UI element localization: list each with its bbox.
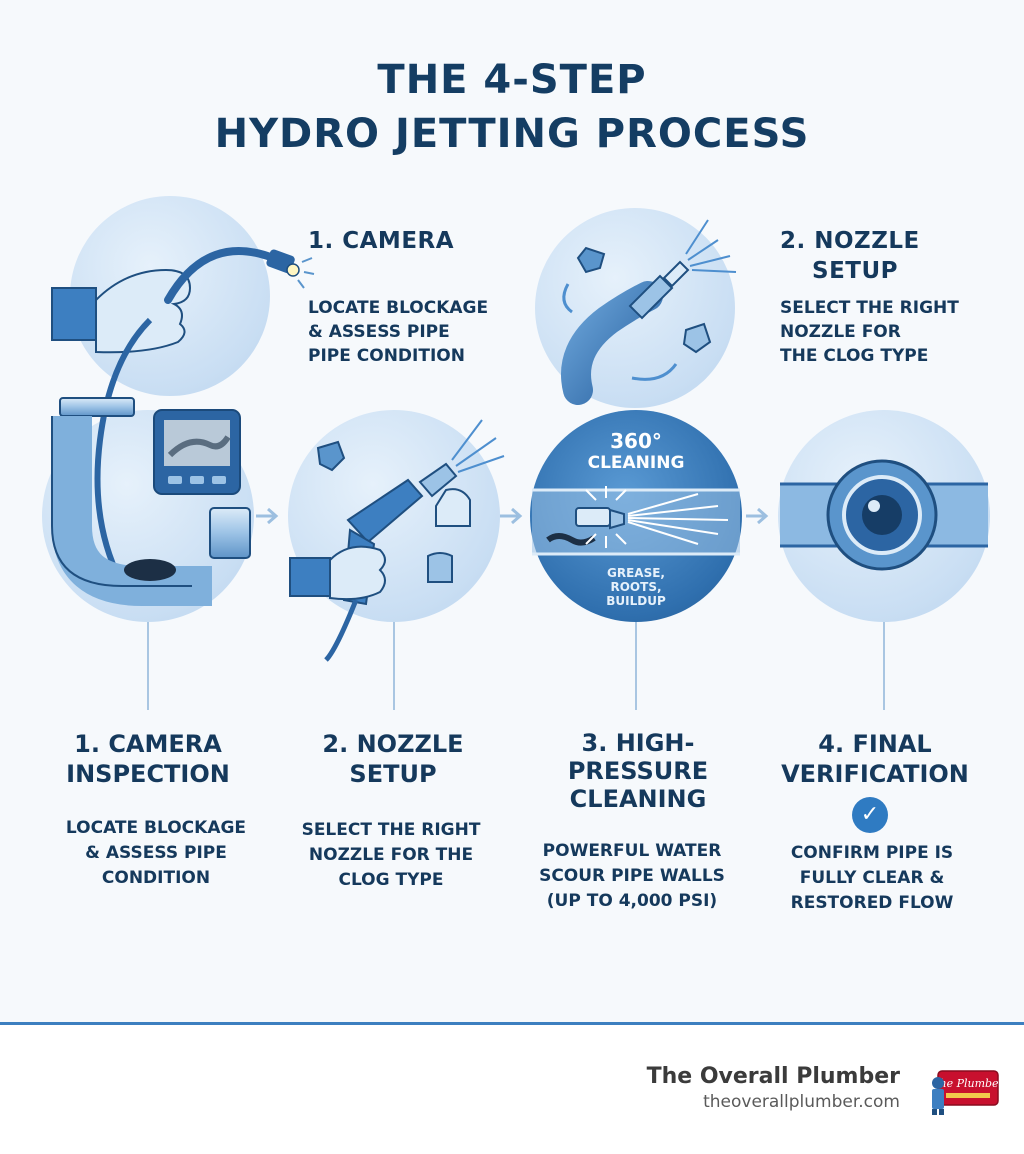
spare-nozzle-icon xyxy=(576,246,606,274)
step-4-desc-line: RESTORED FLOW xyxy=(790,893,954,913)
page-title-line-2: HYDRO JETTING PROCESS xyxy=(214,111,810,157)
arrow-1 xyxy=(256,507,279,525)
step-3-title: 3. HIGH- PRESSURE CLEANING xyxy=(518,729,758,813)
step-2-title-line: 2. NOZZLE xyxy=(322,730,464,758)
step-2-title: 2. NOZZLE SETUP xyxy=(273,729,513,789)
drain-pipe-icon xyxy=(51,397,251,606)
top-callout-camera-desc-line: & ASSESS PIPE xyxy=(308,322,450,342)
top-callout-nozzle-heading-line: SETUP xyxy=(812,258,898,284)
step-3-desc-line: SCOUR PIPE WALLS xyxy=(539,866,725,886)
check-circle-icon: ✓ xyxy=(852,797,888,833)
step-2-desc-line: NOZZLE FOR THE xyxy=(308,845,474,865)
step-4-title-line: 4. FINAL xyxy=(818,730,932,758)
plumber-logo-icon: The Plumber xyxy=(932,1070,1000,1115)
camera-monitor-icon xyxy=(153,409,241,495)
spare-nozzle-2-icon xyxy=(682,322,712,354)
top-callout-camera-desc-line: PIPE CONDITION xyxy=(308,346,465,366)
top-callout-nozzle-heading-line: 2. NOZZLE xyxy=(780,228,920,254)
brand-url[interactable]: theoverallplumber.com xyxy=(703,1092,900,1112)
step-1-desc-line: LOCATE BLOCKAGE xyxy=(65,818,247,838)
debris-label-line: BUILDUP xyxy=(606,594,666,608)
step-4-title-line: VERIFICATION xyxy=(781,760,969,788)
logo-text: The Plumber xyxy=(932,1077,1000,1090)
step-2-desc-line: CLOG TYPE xyxy=(338,870,444,890)
step-1-desc-line: CONDITION xyxy=(101,868,211,888)
arrow-2 xyxy=(500,507,523,525)
jetter-gun-icon xyxy=(289,419,505,662)
top-callout-camera-desc-line: LOCATE BLOCKAGE xyxy=(308,298,489,318)
inspection-lens-icon xyxy=(780,459,988,571)
top-callout-nozzle-desc-line: NOZZLE FOR xyxy=(780,322,901,342)
top-callout-camera-desc: LOCATE BLOCKAGE & ASSESS PIPE PIPE CONDI… xyxy=(308,296,488,368)
step-2-desc-line: SELECT THE RIGHT xyxy=(301,820,481,840)
connector-line-1 xyxy=(147,622,149,710)
step-1-title-line: INSPECTION xyxy=(66,760,230,788)
cleaning-label-line: 360° xyxy=(610,429,662,453)
cleaning-label: 360° CLEANING xyxy=(566,430,706,474)
top-callout-nozzle-heading: 2. NOZZLE SETUP xyxy=(780,226,920,286)
top-callout-nozzle-desc-line: SELECT THE RIGHT xyxy=(780,298,959,318)
top-callout-nozzle-desc-line: THE CLOG TYPE xyxy=(780,346,929,366)
footer-divider xyxy=(0,1022,1024,1025)
top-callout-camera-heading: 1. CAMERA xyxy=(308,228,455,254)
debris-label: GREASE, ROOTS, BUILDUP xyxy=(586,566,686,608)
connector-line-4 xyxy=(883,622,885,710)
arrow-3 xyxy=(746,507,769,525)
top-callout-nozzle-desc: SELECT THE RIGHT NOZZLE FOR THE CLOG TYP… xyxy=(780,296,959,368)
brand-name: The Overall Plumber xyxy=(646,1064,900,1089)
step-3-desc-line: (UP TO 4,000 PSI) xyxy=(546,891,718,911)
step-3-title-line: 3. HIGH- xyxy=(581,729,695,757)
step-3-desc-line: POWERFUL WATER xyxy=(542,841,722,861)
step-1-title-line: 1. CAMERA xyxy=(74,730,222,758)
step-3-title-line: PRESSURE xyxy=(567,757,709,785)
step-3-title-line: CLEANING xyxy=(569,785,707,813)
nozzle-hose-icon xyxy=(561,219,737,405)
footer xyxy=(0,1025,1024,1154)
pipe-cleaning-icon xyxy=(532,486,740,556)
step-4-title: 4. FINAL VERIFICATION xyxy=(755,729,995,789)
step-1-title: 1. CAMERA INSPECTION xyxy=(28,729,268,789)
step-1-desc-line: & ASSESS PIPE xyxy=(85,843,227,863)
step-4-desc: CONFIRM PIPE IS FULLY CLEAR & RESTORED F… xyxy=(752,841,992,916)
step-2-desc: SELECT THE RIGHT NOZZLE FOR THE CLOG TYP… xyxy=(271,818,511,893)
step-4-desc-line: FULLY CLEAR & xyxy=(799,868,945,888)
step-1-desc: LOCATE BLOCKAGE & ASSESS PIPE CONDITION xyxy=(36,816,276,891)
debris-label-line: GREASE, xyxy=(607,566,665,580)
debris-label-line: ROOTS, xyxy=(610,580,662,594)
step-2-title-line: SETUP xyxy=(349,760,437,788)
connector-line-3 xyxy=(635,622,637,710)
camera-hand-icon xyxy=(51,268,192,354)
page-title-line-1: THE 4-STEP xyxy=(377,57,647,103)
illustrations xyxy=(51,219,988,662)
connector-line-2 xyxy=(393,622,395,710)
cleaning-label-line: CLEANING xyxy=(587,453,685,473)
step-4-desc-line: CONFIRM PIPE IS xyxy=(790,843,954,863)
step-3-desc: POWERFUL WATER SCOUR PIPE WALLS (UP TO 4… xyxy=(512,839,752,914)
